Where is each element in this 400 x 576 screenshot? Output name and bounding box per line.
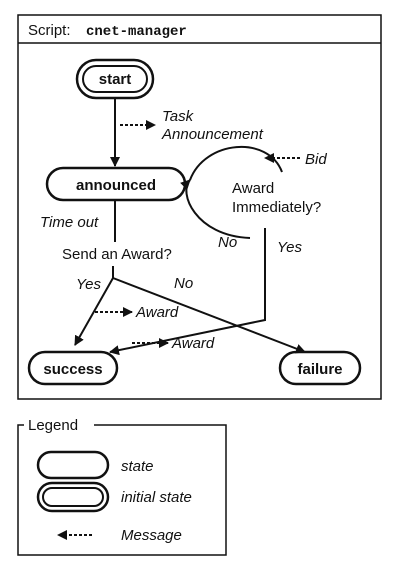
svg-text:success: success	[43, 361, 102, 378]
message-task-announcement: Task Announcement	[120, 108, 264, 143]
script-frame	[17, 14, 382, 400]
svg-text:Task: Task	[162, 108, 195, 125]
branch-yes-right: Yes	[277, 239, 303, 256]
state-announced: announced	[45, 166, 187, 202]
state-failure: failure	[278, 350, 362, 386]
legend-message-label: Message	[121, 527, 182, 544]
state-start: start	[75, 58, 155, 100]
transition-award-immediately-no	[180, 179, 251, 239]
svg-text:failure: failure	[297, 361, 342, 378]
message-bid: Bid	[264, 151, 327, 168]
svg-text:Award: Award	[171, 335, 215, 352]
condition-award-immediately: Award	[232, 180, 274, 197]
legend-initial-state-shape	[36, 481, 110, 513]
legend-state-shape	[36, 450, 110, 480]
condition-send-an-award: Send an Award?	[62, 246, 172, 263]
legend-title-mask	[24, 417, 94, 433]
condition-time-out: Time out	[40, 214, 99, 231]
svg-text:Award: Award	[135, 304, 179, 321]
branch-no-right: No	[218, 234, 237, 251]
script-title-prefix: Script:	[28, 22, 71, 39]
legend-title: Legend	[28, 417, 78, 434]
message-award-2: Award	[132, 335, 215, 352]
svg-text:start: start	[99, 71, 132, 88]
legend-frame	[17, 424, 227, 556]
svg-text:announced: announced	[76, 177, 156, 194]
loop-arc-top	[189, 145, 283, 181]
transition-send-award-no	[112, 277, 306, 354]
script-title-name: cnet-manager	[86, 24, 187, 40]
branch-yes-left: Yes	[76, 276, 102, 293]
state-success: success	[27, 350, 119, 386]
legend-initial-state-label: initial state	[121, 489, 192, 506]
branch-no-left: No	[174, 275, 193, 292]
svg-text:Bid: Bid	[305, 151, 327, 168]
svg-text:Announcement: Announcement	[161, 126, 264, 143]
condition-award-immediately-2: Immediately?	[232, 199, 321, 216]
message-award-1: Award	[95, 304, 179, 321]
legend-state-label: state	[121, 458, 154, 475]
